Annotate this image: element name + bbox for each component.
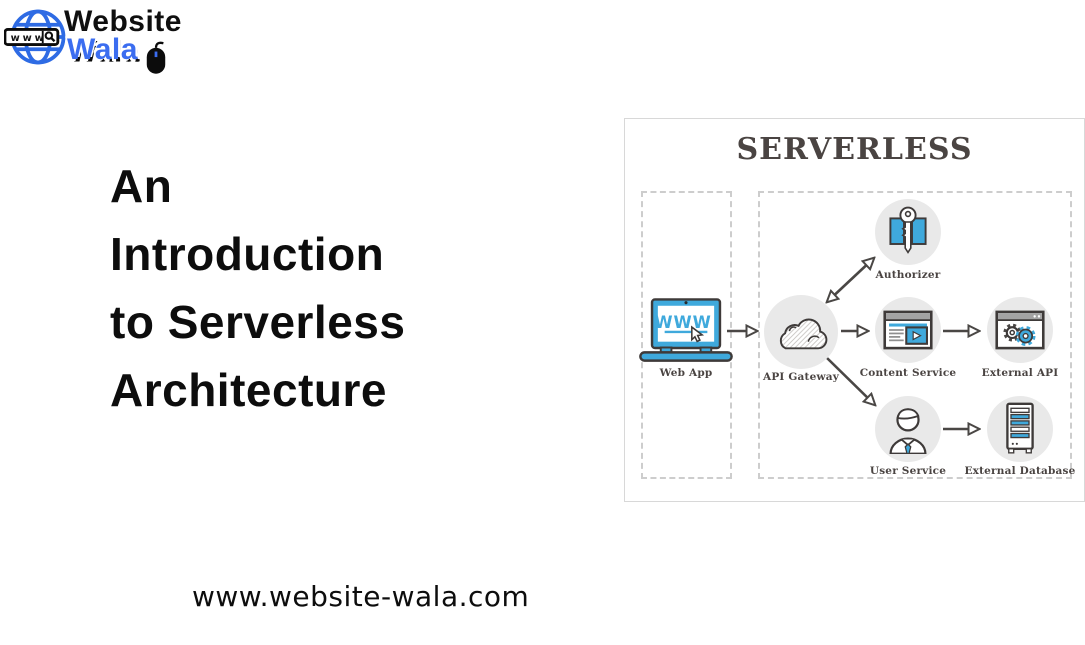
client-zone-box bbox=[641, 191, 732, 479]
user-service-node bbox=[875, 396, 941, 462]
external-api-label: External API bbox=[981, 367, 1059, 379]
headline-line-2: Introduction bbox=[110, 228, 385, 280]
website-wala-logo: www Website Wala bbox=[4, 4, 204, 84]
laptop-www-icon: WWW bbox=[639, 298, 733, 362]
logo-wordmark: Website Wala bbox=[64, 5, 182, 66]
serverless-zone-box bbox=[758, 191, 1072, 479]
diagram-arrows bbox=[727, 119, 1085, 503]
diagram-title: SERVERLESS bbox=[736, 132, 973, 167]
server-tower-icon bbox=[1006, 402, 1034, 454]
page-title: An Introduction to Serverless Architectu… bbox=[110, 152, 405, 424]
globe-www-icon: www bbox=[4, 9, 66, 65]
web-app-label: Web App bbox=[659, 367, 713, 379]
key-icon bbox=[889, 206, 927, 254]
external-database-label: External Database bbox=[964, 465, 1076, 477]
serverless-diagram-panel: SERVERLESS WWW bbox=[624, 118, 1085, 502]
headline-line-1: An bbox=[110, 160, 173, 212]
web-app-node: WWW bbox=[637, 298, 735, 369]
authorizer-label: Authorizer bbox=[875, 269, 941, 281]
content-service-node bbox=[875, 297, 941, 363]
browser-video-icon bbox=[883, 310, 933, 350]
arrow-gateway-authorizer-bidirectional bbox=[827, 258, 874, 302]
person-icon bbox=[889, 408, 927, 454]
logo-word-wala: Wala bbox=[67, 33, 138, 66]
content-service-label: Content Service bbox=[859, 367, 957, 379]
api-gateway-label: API Gateway bbox=[762, 371, 840, 383]
headline-line-3: to Serverless bbox=[110, 296, 406, 348]
browser-gears-icon bbox=[995, 310, 1045, 350]
computer-mouse-icon bbox=[146, 41, 166, 74]
svg-text:WWW: WWW bbox=[654, 313, 712, 332]
authorizer-node bbox=[875, 199, 941, 265]
external-database-node bbox=[987, 396, 1053, 462]
logo-word-website: Website bbox=[64, 5, 182, 38]
api-gateway-node bbox=[764, 295, 838, 369]
svg-text:www: www bbox=[11, 33, 47, 44]
external-api-node bbox=[987, 297, 1053, 363]
user-service-label: User Service bbox=[869, 465, 947, 477]
arrow-gateway-to-userservice bbox=[826, 357, 875, 405]
headline-line-4: Architecture bbox=[110, 364, 387, 416]
website-url: www.website-wala.com bbox=[192, 580, 530, 613]
hatched-cloud-icon bbox=[779, 318, 828, 350]
